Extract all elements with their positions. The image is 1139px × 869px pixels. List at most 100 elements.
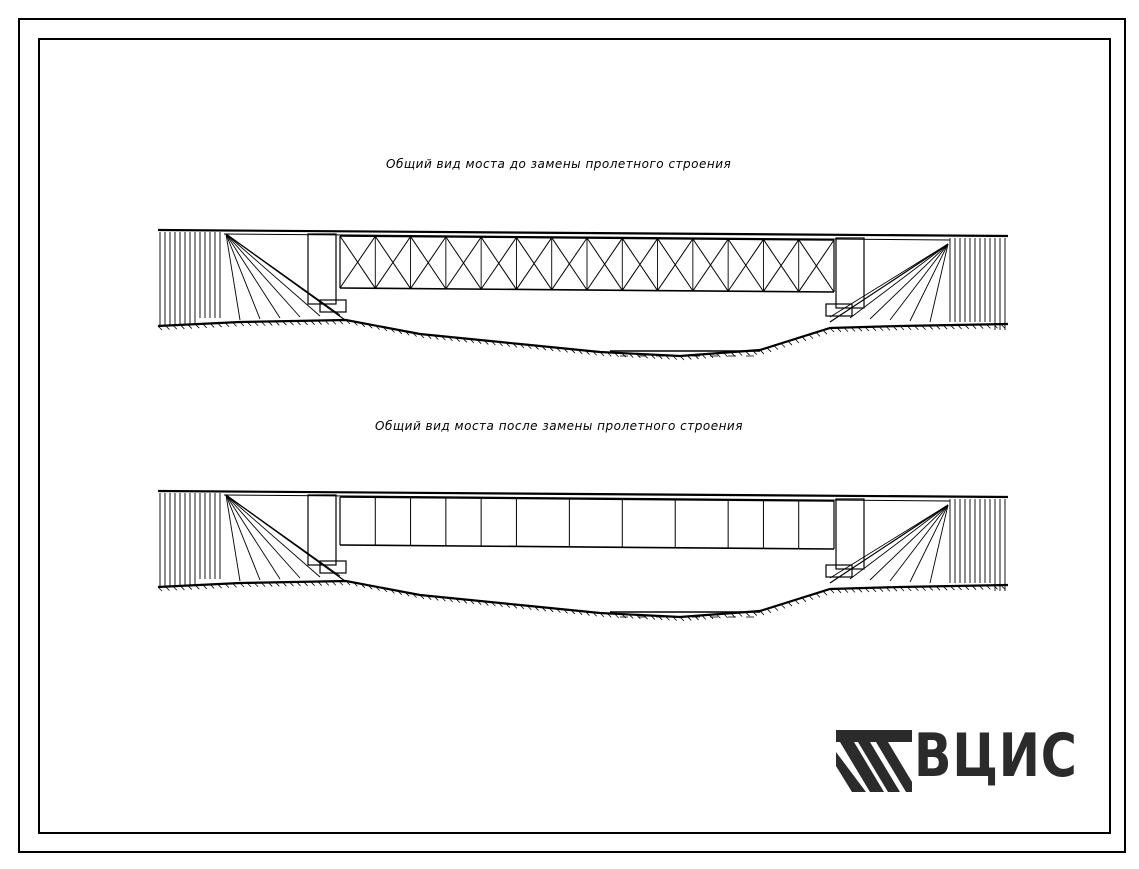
ground-hatch (324, 320, 330, 325)
ground-hatch (1000, 323, 1006, 329)
ground-hatch (324, 581, 330, 586)
ground-hatch (367, 584, 373, 590)
ground-hatch (986, 585, 991, 590)
ground-hatch (829, 327, 835, 333)
ground-hatch (194, 323, 200, 329)
ground-hatch (794, 338, 800, 344)
ground-hatch (310, 320, 315, 325)
truss-diagonal (657, 238, 694, 291)
ground-hatch (353, 321, 358, 326)
ground-hatch (759, 349, 765, 355)
ground-hatch (614, 613, 619, 619)
fan-ray (849, 243, 949, 319)
ground-hatch (701, 354, 707, 359)
ground-hatch (434, 335, 439, 340)
slope-line-left (225, 494, 346, 582)
fan-ray (225, 494, 301, 579)
fan-ray (225, 233, 261, 320)
caption-after-replacement: Общий вид моста после замены пролетного … (375, 419, 743, 433)
ground-hatch (512, 604, 518, 609)
ground-hatch (404, 330, 410, 336)
ground-hatch (871, 587, 877, 593)
ground-hatch (548, 346, 554, 352)
ground-hatch (672, 616, 678, 621)
ground-hatch (534, 345, 539, 350)
ground-hatch (331, 580, 337, 586)
institute-emblem-icon (836, 730, 912, 792)
fan-ray (889, 243, 949, 321)
slope-fan-right (829, 504, 949, 584)
ground-hatch (455, 598, 460, 603)
ground-hatch (519, 604, 525, 610)
bridge-before-drawing (157, 228, 1009, 361)
ground-hatch (232, 322, 237, 327)
ground-hatch (914, 586, 919, 592)
ground-hatch (246, 582, 252, 588)
ground-hatch (986, 324, 991, 329)
ground-hatch (282, 581, 287, 587)
ground-hatch (462, 338, 468, 343)
ground-hatch (935, 586, 941, 591)
bearing-left (319, 299, 347, 313)
ground-hatch (614, 352, 619, 358)
ground-hatch (850, 588, 856, 593)
ground-hatch (780, 604, 786, 609)
ground-hatch (165, 325, 170, 330)
bearing-left (319, 560, 347, 574)
ground-hatch (455, 337, 460, 342)
ground-hatch (737, 612, 743, 617)
ground-hatch (801, 597, 807, 603)
ground-hatch (180, 324, 185, 330)
ground-hatch (906, 325, 912, 331)
ground-hatch (730, 612, 736, 618)
ground-hatch (942, 585, 948, 591)
ground-hatch (892, 325, 898, 331)
ground-hatch (679, 355, 685, 361)
ground-hatch (289, 320, 294, 326)
ground-hatch (426, 595, 432, 600)
fan-ray (225, 494, 281, 580)
ground-hatch (822, 590, 828, 596)
ground-hatch (498, 602, 503, 608)
ground-hatch (512, 343, 518, 348)
ground-hatch (1000, 584, 1006, 590)
truss-diagonal (374, 236, 411, 289)
truss-diagonal (692, 238, 729, 292)
ground-hatch (360, 583, 366, 589)
ground-hatch (730, 351, 736, 357)
ground-profile (157, 318, 1009, 358)
ground-hatch (187, 324, 193, 329)
ground-hatch (484, 601, 489, 606)
ground-hatch (434, 596, 439, 601)
truss-diagonal (727, 239, 764, 292)
ground-hatch (993, 323, 998, 329)
ground-profile (157, 579, 1009, 619)
abutment-right (835, 237, 865, 309)
fan-ray (869, 504, 949, 581)
ground-hatch (563, 348, 568, 353)
ground-hatch (484, 340, 489, 345)
ground-hatch (787, 601, 793, 607)
ground-hatch (701, 615, 707, 620)
ground-hatch (382, 587, 388, 593)
ground-hatch (282, 320, 287, 326)
ground-hatch (773, 345, 779, 350)
ground-hatch (476, 600, 482, 605)
truss-diagonal (516, 237, 553, 290)
ground-hatch (541, 345, 547, 351)
ground-hatch (864, 587, 870, 593)
ground-hatch (448, 597, 453, 603)
fan-ray (909, 504, 949, 583)
ground-hatch (694, 354, 699, 360)
ground-hatch (723, 352, 728, 358)
ground-hatch (850, 327, 856, 332)
ground-hatch (686, 355, 692, 360)
span-top-chord (339, 496, 835, 502)
ground-hatch (260, 321, 266, 326)
ground-hatch (679, 616, 685, 622)
ground-hatch (165, 586, 170, 591)
ground-hatch (303, 581, 308, 587)
deck-line-lower (223, 233, 951, 241)
ground-hatch (519, 343, 525, 349)
ground-hatch (964, 585, 970, 591)
